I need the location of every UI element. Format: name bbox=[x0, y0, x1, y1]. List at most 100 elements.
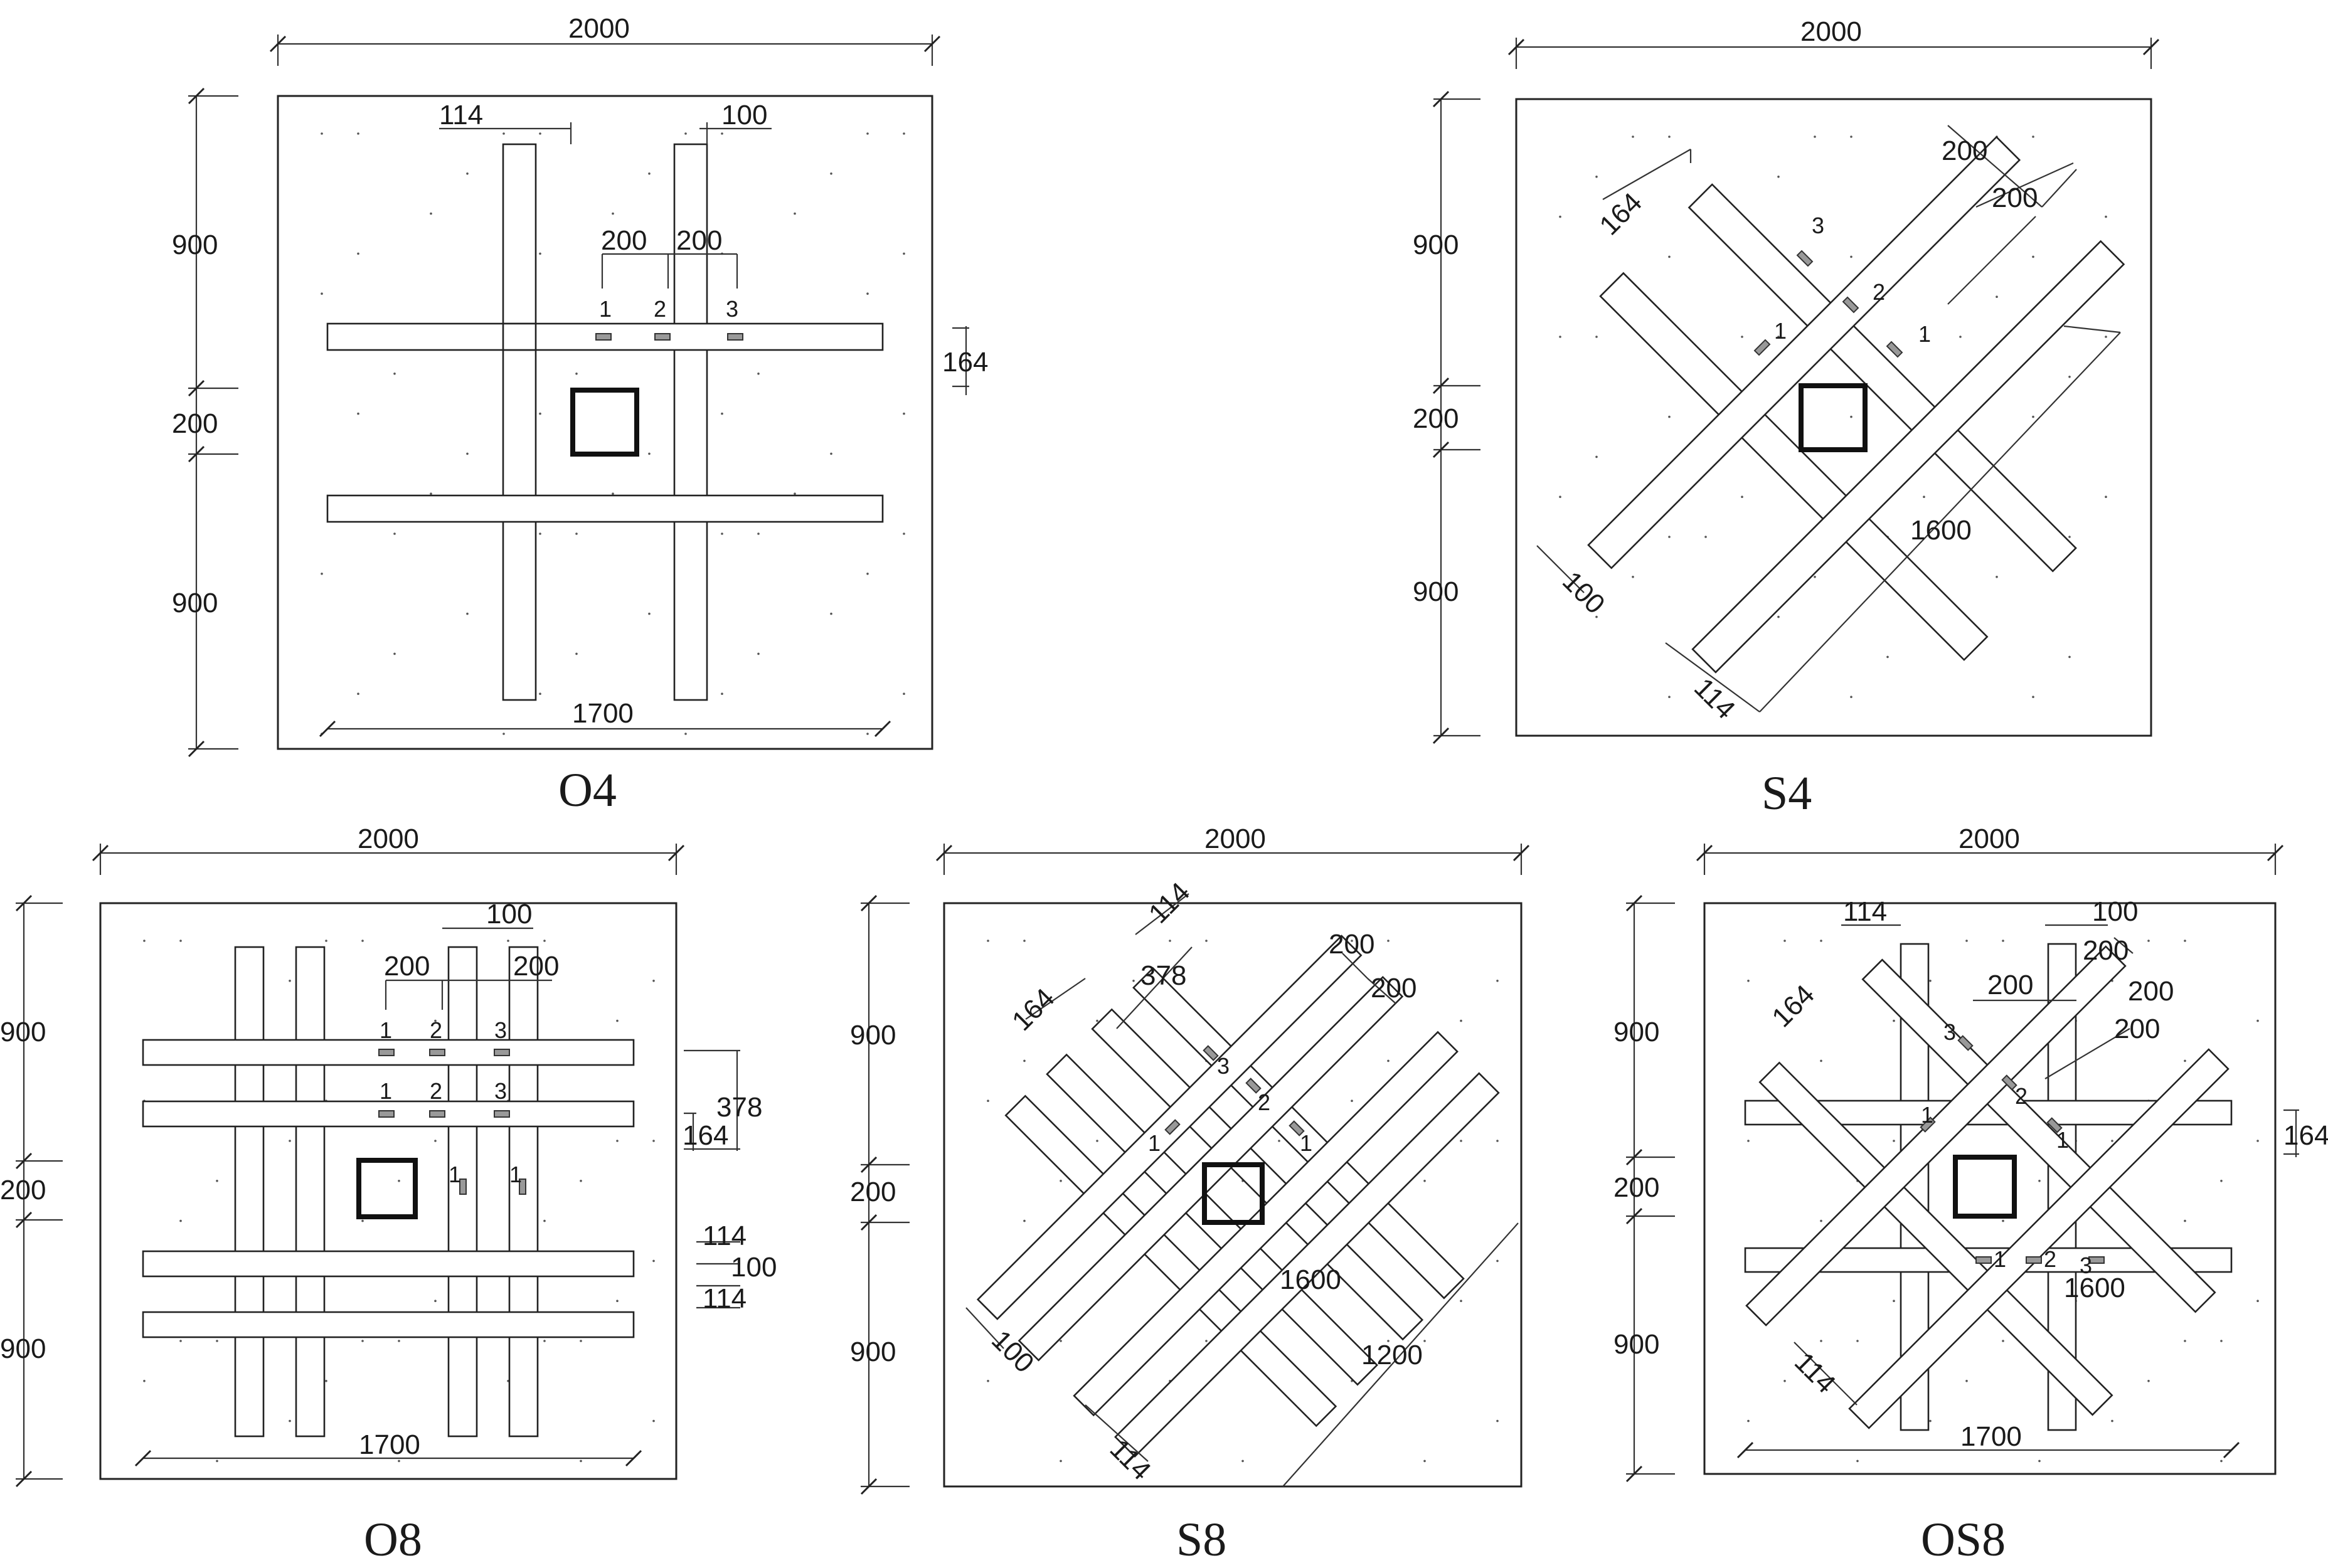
strip-horizontal bbox=[142, 1250, 635, 1278]
gauge-label: 1 bbox=[1774, 318, 1787, 344]
strain-gauges: 3 2 1 1 bbox=[1148, 1045, 1312, 1156]
strain-gauge bbox=[1796, 250, 1814, 267]
gauge-label: 2 bbox=[430, 1078, 442, 1104]
gauge-label: 2 bbox=[654, 296, 666, 322]
strain-gauge bbox=[1289, 1120, 1305, 1136]
dimension-label: 200 bbox=[2083, 935, 2129, 966]
gauge-label: 3 bbox=[1217, 1053, 1230, 1079]
gauge-label: 3 bbox=[494, 1078, 507, 1104]
dimension-label: 200 bbox=[0, 1175, 46, 1205]
gauge-label: 1 bbox=[599, 296, 612, 322]
dimension-label: 100 bbox=[2092, 896, 2138, 927]
dimension-labels: 2000 900 200 900 100 200 200 378 164 114… bbox=[0, 824, 777, 1460]
dimension-label: 114 bbox=[1843, 896, 1887, 927]
gauge-label: 2 bbox=[2044, 1246, 2056, 1272]
gauge-label: 3 bbox=[494, 1017, 507, 1043]
column bbox=[1799, 383, 1868, 452]
strip-diagonal bbox=[1599, 272, 1989, 661]
strain-gauge bbox=[378, 1110, 395, 1118]
dimension-label: 114 bbox=[439, 100, 483, 130]
dimension-label: 1600 bbox=[1280, 1264, 1341, 1295]
strip-diagonal bbox=[1758, 1061, 2113, 1416]
strain-gauge bbox=[1886, 341, 1903, 358]
gauge-label: 1 bbox=[380, 1017, 392, 1043]
strain-gauge bbox=[1245, 1078, 1262, 1094]
dimension-label: 164 bbox=[2283, 1120, 2328, 1151]
dimension-label: 900 bbox=[0, 1017, 46, 1047]
dimension-label: 1700 bbox=[359, 1429, 420, 1460]
column bbox=[356, 1158, 418, 1219]
dimension-label: 200 bbox=[2128, 976, 2174, 1007]
panel-caption: S8 bbox=[1176, 1513, 1226, 1566]
dimension-label: 2000 bbox=[358, 824, 419, 854]
dimension-label: 900 bbox=[172, 588, 218, 618]
dimension-labels: 2000 900 200 900 164 200 200 1600 100 11… bbox=[1413, 16, 2038, 725]
dimension-labels: 2000 900 200 900 114 100 200 200 164 170… bbox=[172, 13, 988, 729]
gauge-label: 2 bbox=[2015, 1083, 2028, 1109]
dimension-label: 1200 bbox=[1361, 1340, 1423, 1370]
strain-gauges: 3 2 1 1 1 2 3 bbox=[1920, 1019, 2105, 1278]
strip-vertical bbox=[234, 946, 265, 1438]
strips bbox=[1744, 943, 2233, 1431]
dimension-label: 900 bbox=[1413, 576, 1459, 607]
dimension-lines bbox=[1432, 38, 2160, 744]
column bbox=[1953, 1155, 2017, 1219]
strain-gauge bbox=[494, 1049, 510, 1056]
dimension-label: 200 bbox=[513, 951, 559, 982]
dimension-label: 114 bbox=[703, 1221, 747, 1251]
dimension-label: 900 bbox=[172, 230, 218, 260]
strip-diagonal bbox=[1691, 240, 2125, 674]
strain-gauge bbox=[1753, 339, 1771, 356]
dimension-label: 200 bbox=[1987, 970, 2033, 1000]
strip-diagonal bbox=[1848, 1048, 2230, 1429]
strain-gauge bbox=[2001, 1074, 2017, 1091]
strain-gauge bbox=[1203, 1045, 1219, 1061]
dimension-label: 378 bbox=[716, 1092, 762, 1123]
dimension-label: 164 bbox=[942, 347, 988, 378]
dimension-label: 200 bbox=[2114, 1014, 2160, 1044]
dimension-labels: 2000 900 200 900 114 164 378 200 200 160… bbox=[850, 824, 1423, 1486]
slab-outline bbox=[277, 95, 933, 750]
dimension-label: 900 bbox=[1413, 230, 1459, 260]
strip-vertical bbox=[295, 946, 326, 1438]
column bbox=[570, 388, 639, 457]
strain-gauge bbox=[1920, 1116, 1936, 1133]
panel-caption: O4 bbox=[558, 764, 617, 817]
dimension-label: 900 bbox=[850, 1020, 896, 1051]
dimension-lines bbox=[860, 844, 1530, 1495]
strip-diagonal bbox=[1018, 975, 1404, 1362]
strain-gauge bbox=[595, 333, 612, 341]
strips bbox=[326, 143, 884, 701]
panel-s4: 3 2 1 1 2000 900 200 bbox=[1413, 16, 2160, 820]
strip-diagonal bbox=[1073, 1030, 1459, 1417]
strain-gauge bbox=[654, 333, 671, 341]
column bbox=[1202, 1162, 1265, 1225]
dimension-label: 900 bbox=[1613, 1329, 1659, 1360]
gauge-label: 1 bbox=[2056, 1127, 2069, 1153]
panel-os8: 3 2 1 1 1 2 3 2000 bbox=[1613, 824, 2328, 1566]
panel-o4: 1 2 3 2000 900 200 900 114 bbox=[172, 13, 988, 817]
dimension-label: 900 bbox=[850, 1337, 896, 1367]
dimension-label: 378 bbox=[1140, 960, 1186, 991]
strip-horizontal bbox=[326, 494, 884, 523]
dimension-label: 200 bbox=[1371, 973, 1416, 1004]
dimension-label: 1700 bbox=[572, 698, 634, 729]
dimension-label: 164 bbox=[683, 1120, 728, 1151]
slab-outline bbox=[1703, 902, 2277, 1475]
dimension-label: 200 bbox=[850, 1177, 896, 1207]
strain-gauges: 3 2 1 1 bbox=[1753, 213, 1931, 358]
gauge-label: 1 bbox=[1300, 1130, 1312, 1156]
strain-gauges: 1 2 3 1 2 3 1 1 bbox=[378, 1017, 526, 1195]
dimension-label: 2000 bbox=[568, 13, 630, 44]
dimension-label: 114 bbox=[703, 1283, 747, 1314]
strip-diagonal bbox=[1861, 958, 2216, 1313]
dimension-label: 100 bbox=[486, 899, 532, 930]
strain-gauge bbox=[1842, 296, 1859, 314]
strip-vertical bbox=[673, 143, 708, 701]
strip-diagonal bbox=[1091, 1008, 1424, 1341]
dimension-lines bbox=[188, 34, 969, 758]
dimension-label: 100 bbox=[731, 1252, 777, 1283]
strip-diagonal bbox=[1587, 135, 2021, 569]
panel-caption: OS8 bbox=[1921, 1513, 2006, 1566]
